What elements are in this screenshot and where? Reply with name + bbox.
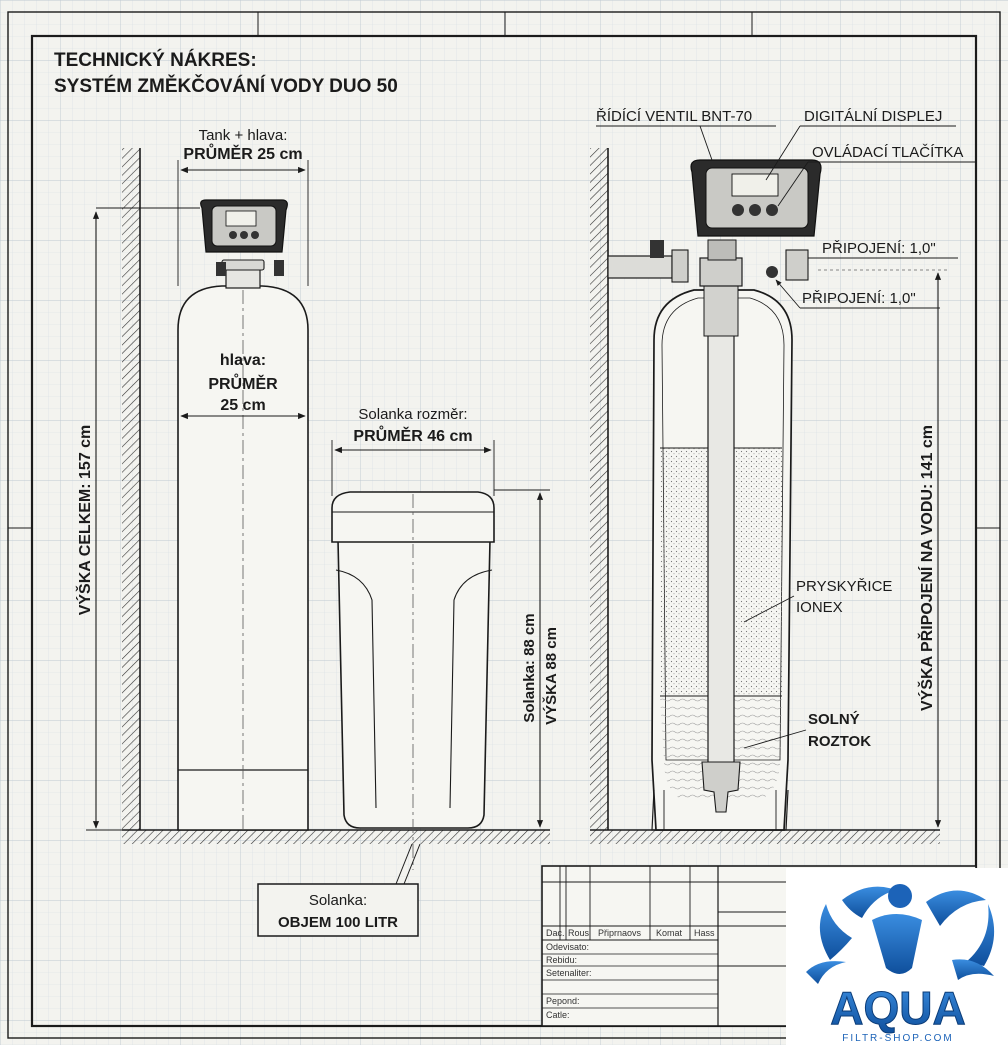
tb-row-4: Catle: bbox=[546, 1010, 570, 1020]
brine-top-line1: Solanka rozměr: bbox=[358, 406, 467, 423]
left-height-label: VÝŠKA CELKEM: 157 cm bbox=[75, 425, 94, 616]
left-top-dim-line1: Tank + hlava: bbox=[199, 127, 288, 144]
tb-row-2: Setenaliter: bbox=[546, 968, 592, 978]
brine-volume-line1: Solanka: bbox=[309, 892, 367, 909]
right-height-label: VÝŠKA PŘIPOJENÍ NA VODU: 141 cm bbox=[917, 425, 936, 711]
logo-name: AQUA bbox=[830, 982, 965, 1034]
right-tank bbox=[607, 159, 822, 831]
brine-height-line1: Solanka: 88 cm bbox=[521, 613, 538, 722]
tb-row-3: Pepond: bbox=[546, 996, 580, 1006]
left-tank bbox=[177, 199, 309, 831]
tb-header-1: Rous bbox=[568, 928, 590, 938]
left-wall bbox=[122, 148, 141, 830]
left-mid-line3: 25 cm bbox=[220, 397, 265, 414]
brine-volume-line2: OBJEM 100 LITR bbox=[278, 914, 398, 931]
salt-label-line2: ROZTOK bbox=[808, 733, 871, 750]
tb-header-3: Komat bbox=[656, 928, 683, 938]
valve-label: ŘÍDÍCÍ VENTIL BNT-70 bbox=[596, 108, 752, 125]
resin-label-line1: PRYSKYŘICE bbox=[796, 578, 892, 595]
aqua-logo: AQUA FILTR-SHOP.COM bbox=[786, 868, 1008, 1045]
left-top-dim-line2: PRŮMĚR 25 cm bbox=[183, 143, 302, 163]
tb-row-0: Odevisato: bbox=[546, 942, 589, 952]
logo-sub: FILTR-SHOP.COM bbox=[842, 1033, 954, 1044]
inner-frame bbox=[30, 34, 978, 1028]
brine-top-line2: PRŮMĚR 46 cm bbox=[353, 425, 472, 445]
title-line1: TECHNICKÝ NÁKRES: bbox=[54, 49, 257, 71]
resin-label-line2: IONEX bbox=[796, 599, 843, 616]
tb-header-2: Připrnaovs bbox=[598, 928, 642, 938]
right-wall bbox=[590, 148, 609, 830]
tb-header-4: Hass bbox=[694, 928, 715, 938]
salt-label-line1: SOLNÝ bbox=[808, 710, 860, 728]
tb-header-0: Dac. bbox=[546, 928, 565, 938]
water-splash-icon bbox=[806, 884, 995, 984]
left-mid-line1: hlava: bbox=[220, 352, 266, 369]
left-mid-line2: PRŮMĚR bbox=[208, 373, 278, 393]
brine-volume-box bbox=[257, 883, 419, 937]
outer-frame bbox=[7, 11, 1001, 1039]
left-floor bbox=[122, 829, 550, 844]
tb-row-1: Rebidu: bbox=[546, 955, 577, 965]
right-floor bbox=[590, 829, 940, 844]
connection1-label: PŘIPOJENÍ: 1,0" bbox=[822, 240, 936, 257]
buttons-label: OVLÁDACÍ TLAČÍTKA bbox=[812, 144, 963, 161]
brine-tank bbox=[331, 491, 495, 870]
connection2-label: PŘIPOJENÍ: 1,0" bbox=[802, 290, 916, 307]
display-label: DIGITÁLNÍ DISPLEJ bbox=[804, 108, 942, 125]
brine-height-line2: VÝŠKA 88 cm bbox=[542, 627, 560, 725]
title-line2: SYSTÉM ZMĚKČOVÁNÍ VODY DUO 50 bbox=[54, 75, 398, 97]
